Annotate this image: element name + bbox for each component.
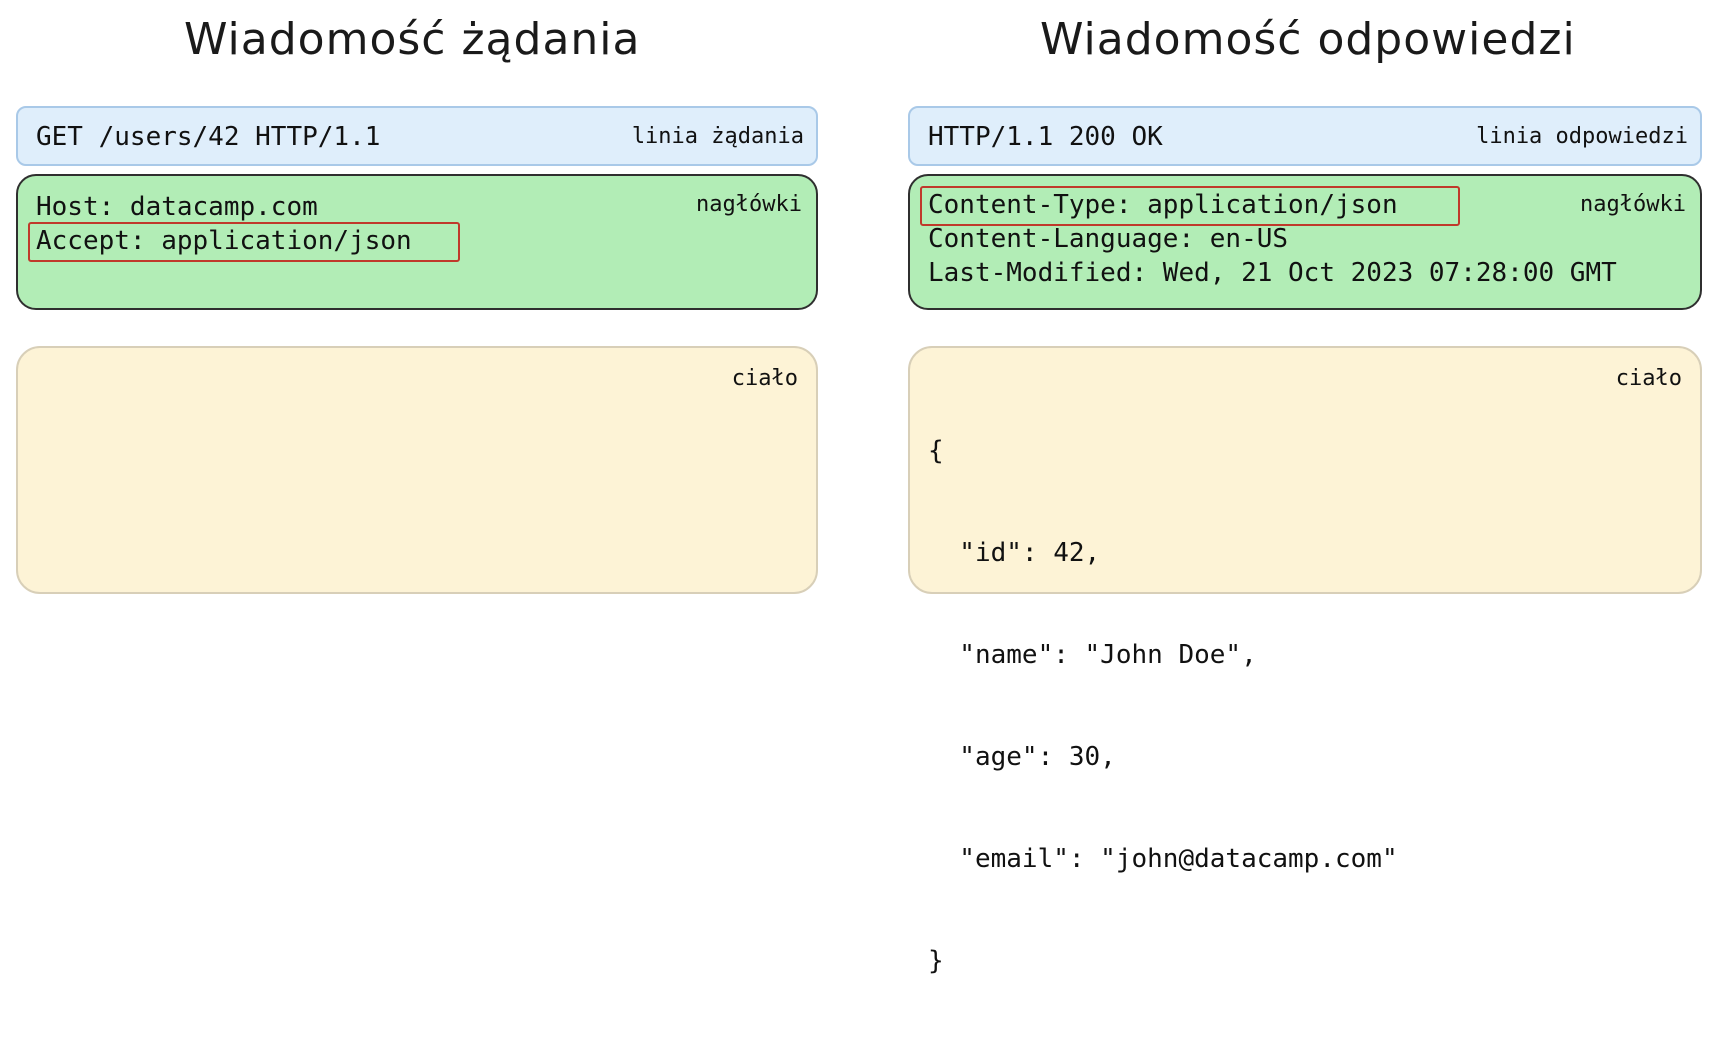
- request-headers-tag: nagłówki: [696, 192, 802, 217]
- response-body-json: { "id": 42, "name": "John Doe", "age": 3…: [928, 366, 1398, 1046]
- response-headers-box: Content-Type: application/json Content-L…: [908, 174, 1702, 310]
- request-body-tag: ciało: [731, 366, 798, 391]
- response-body-box: ciało { "id": 42, "name": "John Doe", "a…: [908, 346, 1702, 976]
- response-header-last-modified: Last-Modified: Wed, 21 Oct 2023 07:28:00…: [928, 258, 1617, 288]
- request-header-accept: Accept: application/json: [36, 226, 412, 256]
- response-status-line: HTTP/1.1 200 OK: [928, 122, 1163, 152]
- response-body-tag: ciało: [1615, 366, 1682, 391]
- json-line: "age": 30,: [928, 742, 1116, 772]
- request-body-box: ciało: [16, 346, 818, 594]
- response-title: Wiadomość odpowiedzi: [1040, 14, 1576, 65]
- request-line-box: GET /users/42 HTTP/1.1 linia żądania: [16, 106, 818, 166]
- request-header-host: Host: datacamp.com: [36, 192, 318, 222]
- json-line: "id": 42,: [928, 538, 1101, 568]
- json-line: }: [928, 946, 944, 976]
- response-headers-tag: nagłówki: [1580, 192, 1686, 217]
- request-headers-box: Host: datacamp.com Accept: application/j…: [16, 174, 818, 310]
- response-header-content-type: Content-Type: application/json: [928, 190, 1398, 220]
- response-header-content-language: Content-Language: en-US: [928, 224, 1289, 254]
- json-line: "email": "john@datacamp.com": [928, 844, 1398, 874]
- json-line: {: [928, 436, 944, 466]
- request-line: GET /users/42 HTTP/1.1: [36, 122, 381, 152]
- response-line-tag: linia odpowiedzi: [1476, 124, 1688, 149]
- request-line-tag: linia żądania: [631, 124, 804, 149]
- request-title: Wiadomość żądania: [184, 14, 641, 65]
- response-line-box: HTTP/1.1 200 OK linia odpowiedzi: [908, 106, 1702, 166]
- json-line: "name": "John Doe",: [928, 640, 1257, 670]
